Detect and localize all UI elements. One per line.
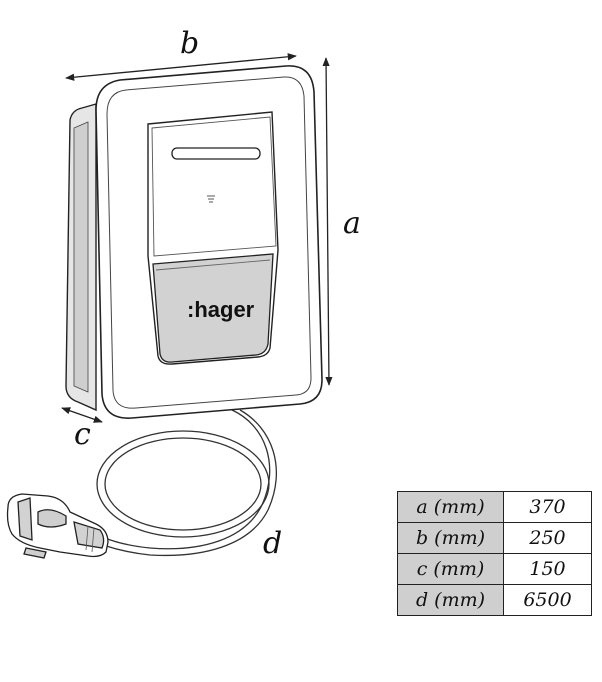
dimension-value-cell: 150 xyxy=(503,553,592,585)
dimension-key-cell: d (mm) xyxy=(397,584,504,616)
table-row: a (mm) 370 xyxy=(397,491,592,523)
socket-panel-edge xyxy=(155,259,271,271)
wallbox-inner-frame xyxy=(106,76,312,409)
led-light-bar xyxy=(171,147,261,160)
dimension-key-cell: a (mm) xyxy=(397,491,504,523)
brand-logo: :hager xyxy=(187,297,255,322)
dimensions-table: a (mm) 370 b (mm) 250 c (mm) 150 d (mm) … xyxy=(397,491,592,616)
table-row: d (mm) 6500 xyxy=(397,584,592,616)
dimension-b-arrow xyxy=(65,53,297,81)
dimension-a-arrow xyxy=(322,57,333,386)
dimension-label-d: d xyxy=(263,526,282,561)
dimension-label-a: a xyxy=(343,206,361,241)
dimension-key-cell: b (mm) xyxy=(397,522,504,554)
signal-indicator-icon xyxy=(207,195,215,203)
dimension-label-c: c xyxy=(74,417,91,452)
wallbox-side-shadow xyxy=(73,121,89,393)
charging-cable xyxy=(96,409,277,557)
dimension-c-arrow xyxy=(61,407,103,423)
socket-panel xyxy=(152,253,274,363)
charging-plug xyxy=(6,493,109,559)
dimension-key-cell: c (mm) xyxy=(397,553,504,585)
dimension-label-b: b xyxy=(180,26,199,61)
front-cover-upper xyxy=(151,116,277,257)
table-row: b (mm) 250 xyxy=(397,522,592,554)
dimension-value-cell: 6500 xyxy=(503,584,592,616)
dimension-value-cell: 370 xyxy=(503,491,592,523)
table-row: c (mm) 150 xyxy=(397,553,592,585)
dimension-value-cell: 250 xyxy=(503,522,592,554)
